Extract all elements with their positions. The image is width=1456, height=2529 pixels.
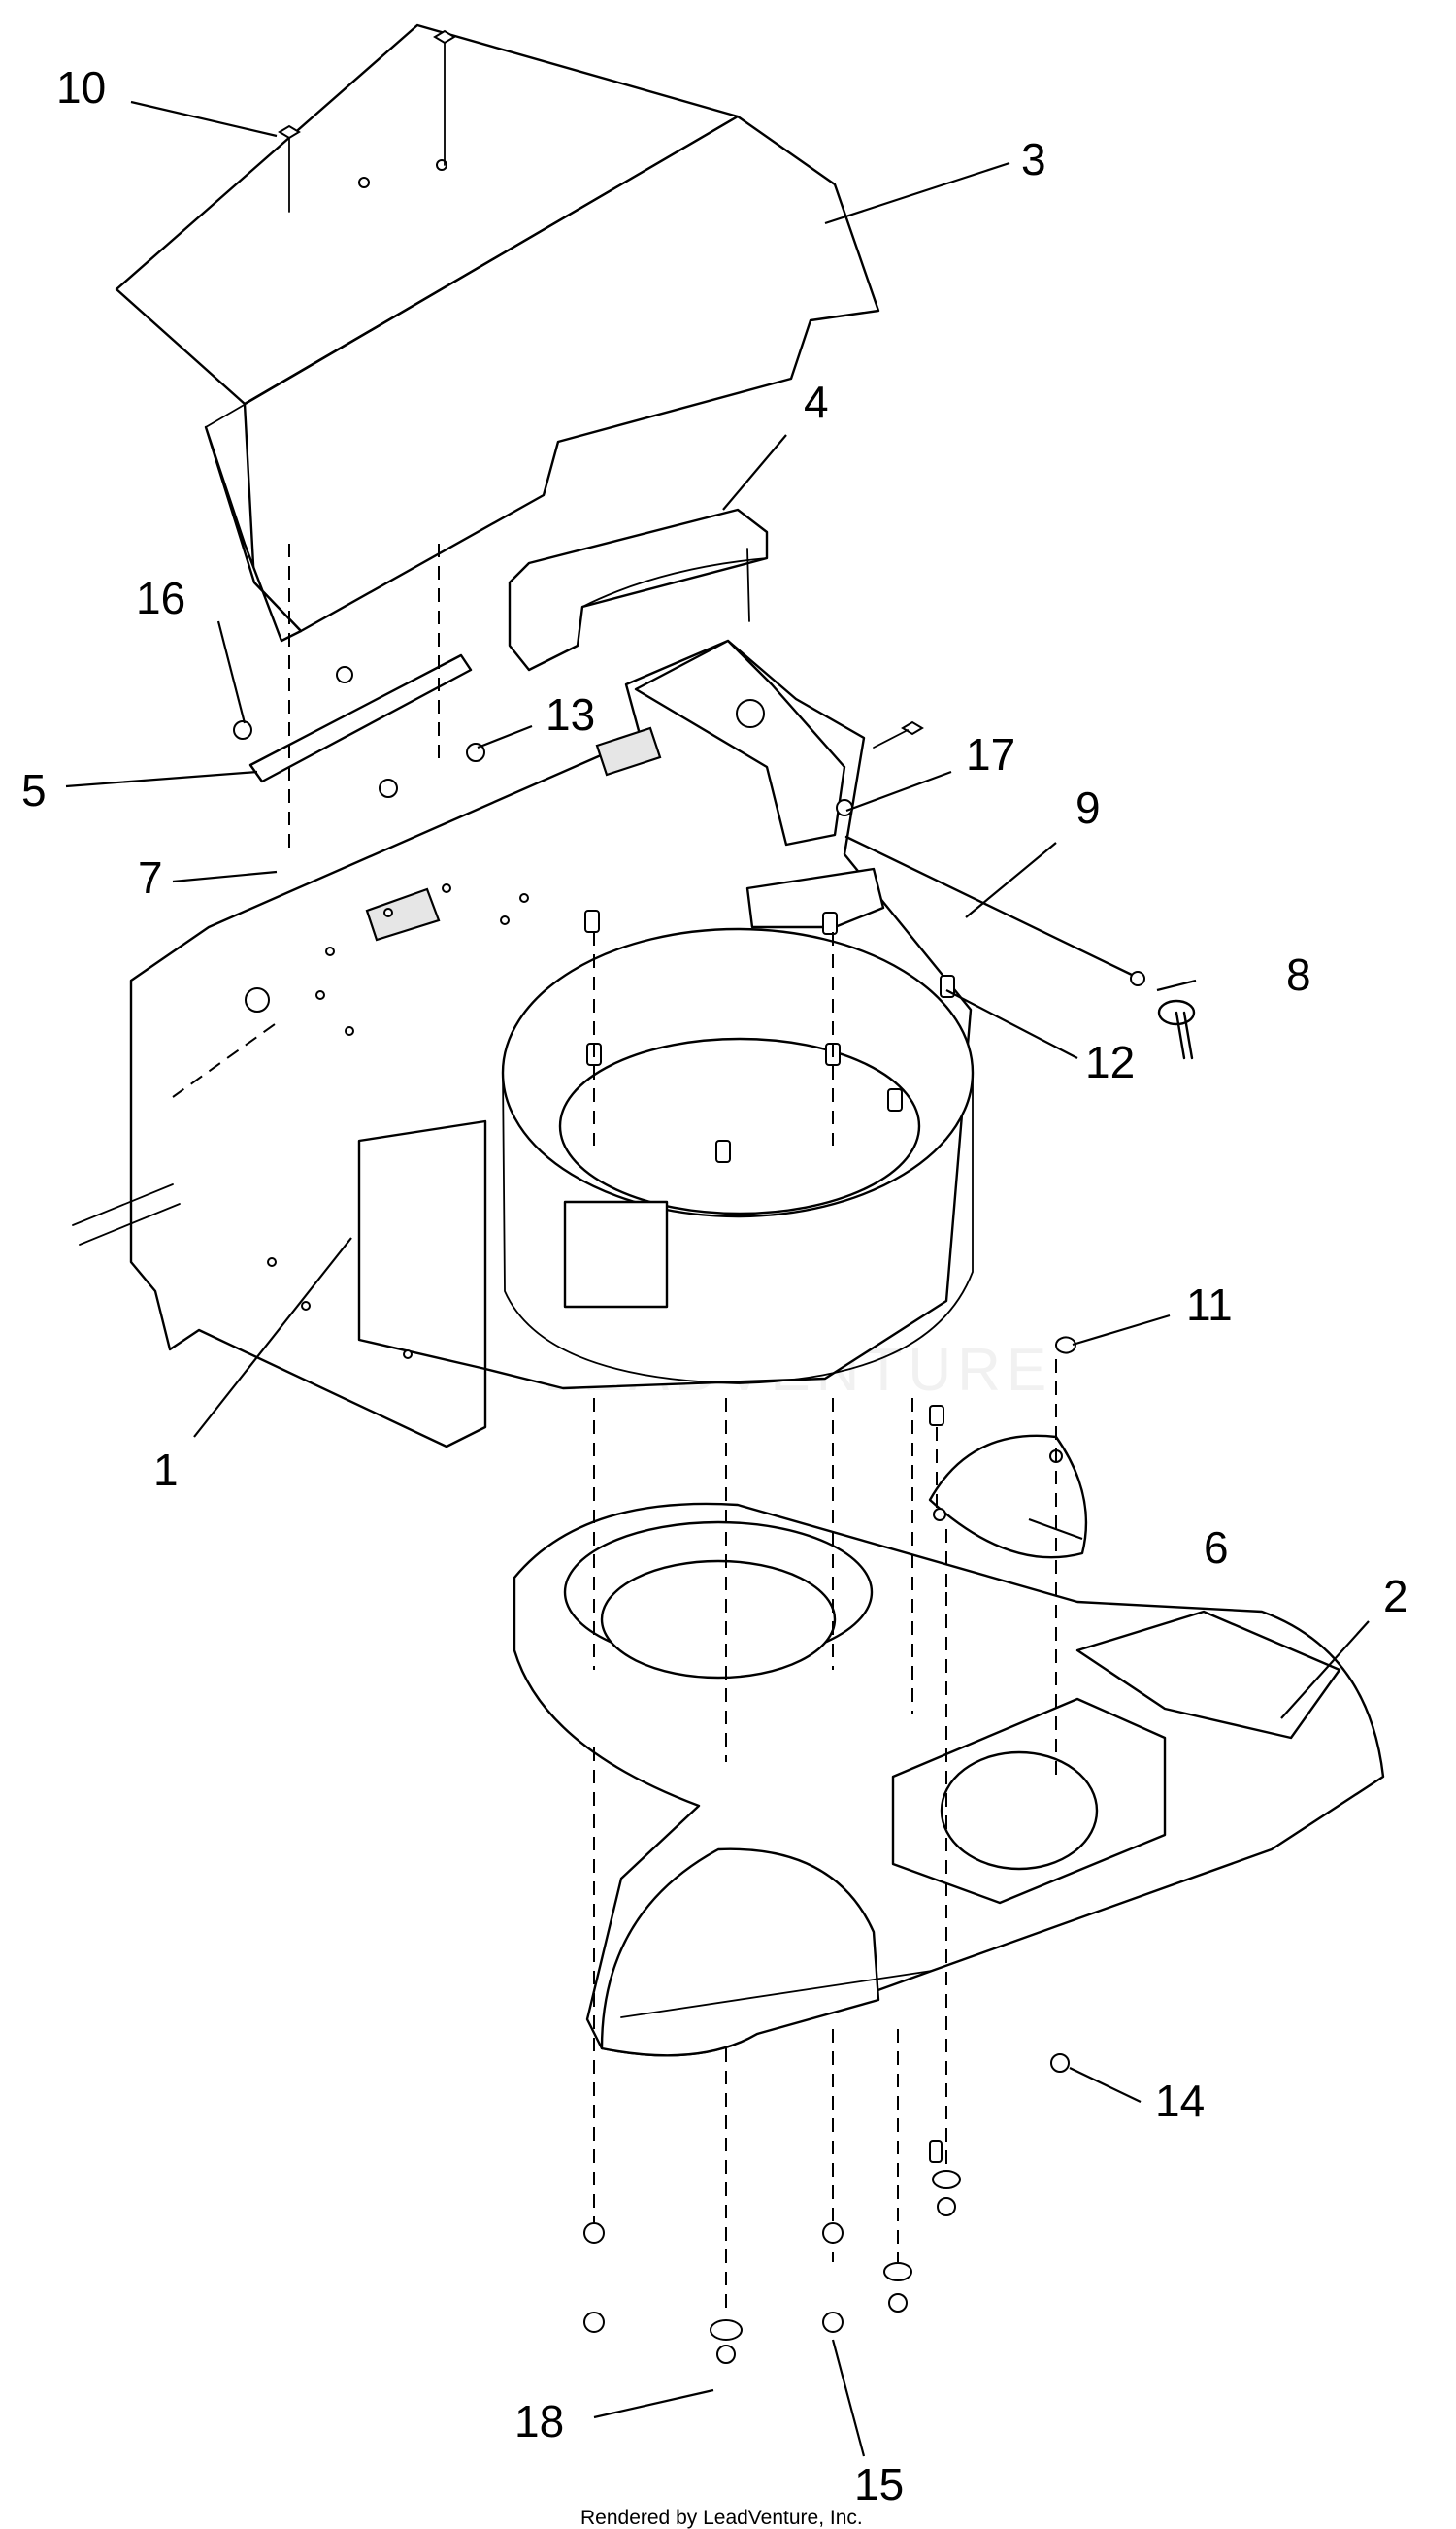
part-6-plate bbox=[928, 1434, 1088, 1559]
callout-5: 5 bbox=[21, 765, 47, 815]
callout-8: 8 bbox=[1286, 949, 1311, 1000]
callout-10: 10 bbox=[56, 62, 106, 113]
callout-17: 17 bbox=[966, 729, 1015, 780]
callout-7: 7 bbox=[138, 852, 163, 903]
part-1-housing bbox=[72, 639, 975, 1448]
callout-9: 9 bbox=[1075, 782, 1101, 833]
leader-lines bbox=[65, 100, 1370, 2457]
callout-3: 3 bbox=[1021, 134, 1046, 184]
part-9-rod bbox=[844, 835, 1145, 986]
callout-13: 13 bbox=[546, 689, 595, 740]
callout-4: 4 bbox=[804, 377, 829, 427]
render-credit: Rendered by LeadVenture, Inc. bbox=[580, 2507, 863, 2529]
callout-14: 14 bbox=[1155, 2076, 1205, 2126]
part-4-bracket bbox=[508, 508, 769, 672]
callout-18: 18 bbox=[514, 2396, 564, 2446]
callout-6: 6 bbox=[1204, 1522, 1229, 1573]
callout-2: 2 bbox=[1383, 1571, 1408, 1621]
housing-bolts bbox=[584, 910, 1076, 1426]
callout-16: 16 bbox=[136, 573, 185, 623]
alignment-lines bbox=[172, 544, 1057, 2315]
callout-11: 11 bbox=[1186, 1280, 1233, 1330]
callout-labels: 10 3 4 16 5 13 7 17 9 8 12 11 6 2 1 14 1… bbox=[21, 62, 1408, 2510]
bottom-hardware bbox=[583, 2053, 1070, 2364]
housing-holes bbox=[267, 883, 529, 1359]
callout-1: 1 bbox=[153, 1445, 179, 1495]
part-2-lower-duct bbox=[513, 1502, 1385, 2057]
callout-12: 12 bbox=[1085, 1037, 1135, 1087]
part-8-clip bbox=[1157, 999, 1196, 1060]
top-fasteners bbox=[278, 29, 924, 816]
part-5-strip bbox=[233, 653, 485, 798]
part-3-top-cover bbox=[115, 23, 880, 643]
callout-15: 15 bbox=[854, 2459, 904, 2510]
